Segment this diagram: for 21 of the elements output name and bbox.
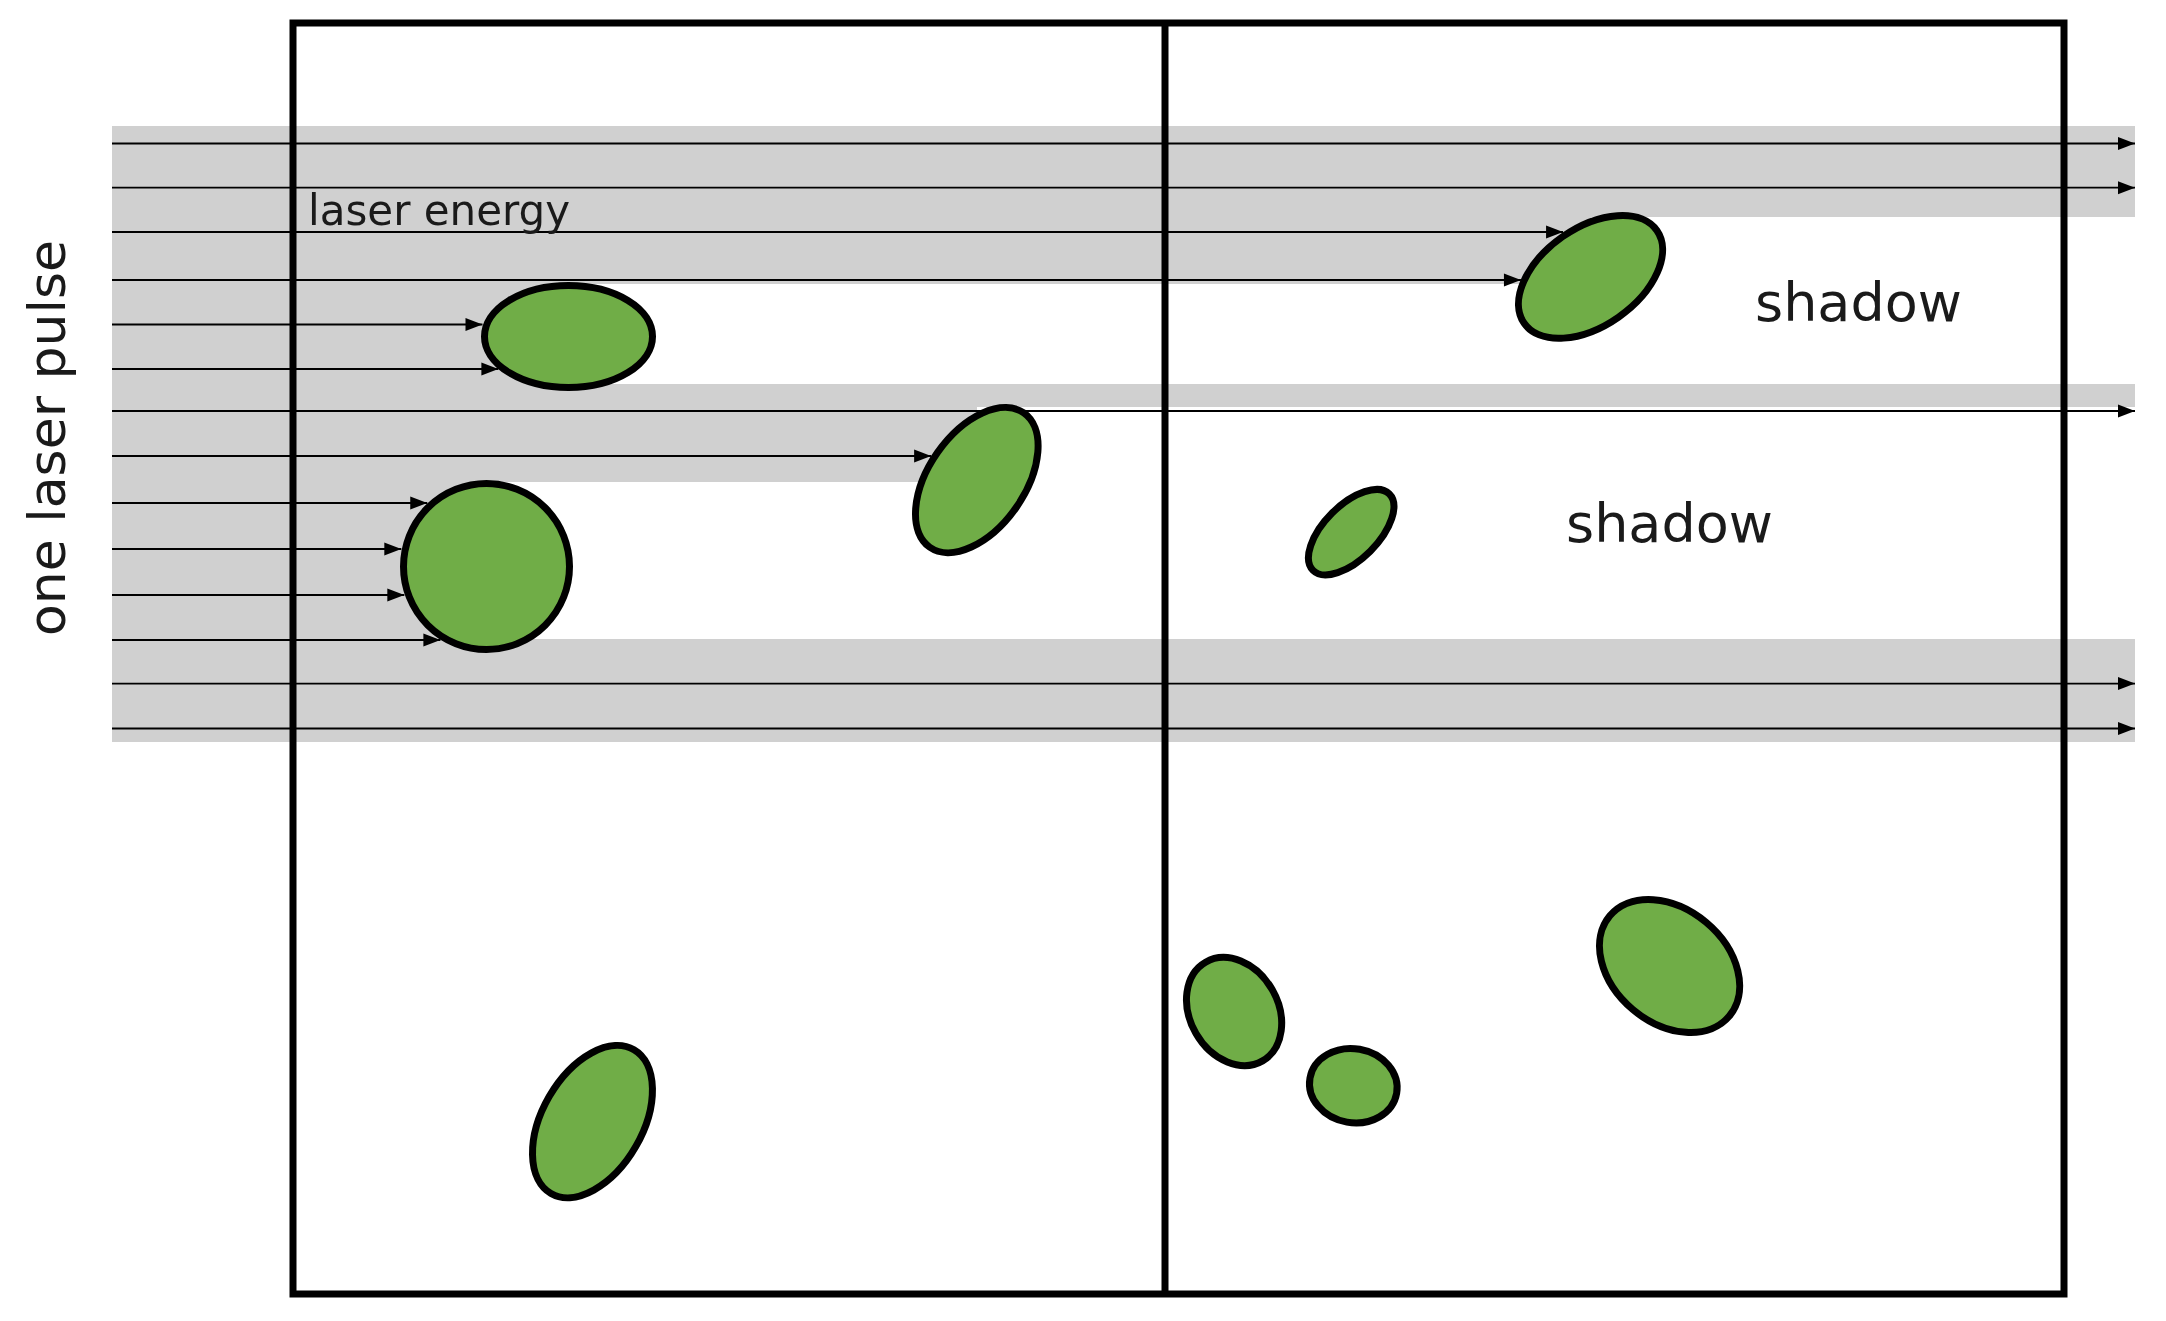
arrow <box>111 633 442 647</box>
beam-label: laser energy <box>308 190 571 232</box>
particle <box>1515 211 1667 342</box>
particle <box>912 403 1042 557</box>
particle <box>399 480 573 653</box>
arrow <box>111 588 406 602</box>
arrow <box>111 362 500 376</box>
particle <box>1305 1045 1401 1127</box>
particle <box>1304 485 1398 579</box>
particle <box>528 1042 656 1202</box>
particle <box>1182 954 1286 1070</box>
particle <box>480 281 656 391</box>
arrow <box>111 318 484 331</box>
shadow-label: shadow <box>1755 276 1962 330</box>
arrow <box>111 273 1522 287</box>
arrow <box>111 225 1564 239</box>
arrow <box>111 542 403 556</box>
arrow <box>111 496 429 510</box>
arrow <box>111 449 933 463</box>
shadow-label: shadow <box>1566 497 1773 551</box>
particle <box>1596 896 1744 1036</box>
